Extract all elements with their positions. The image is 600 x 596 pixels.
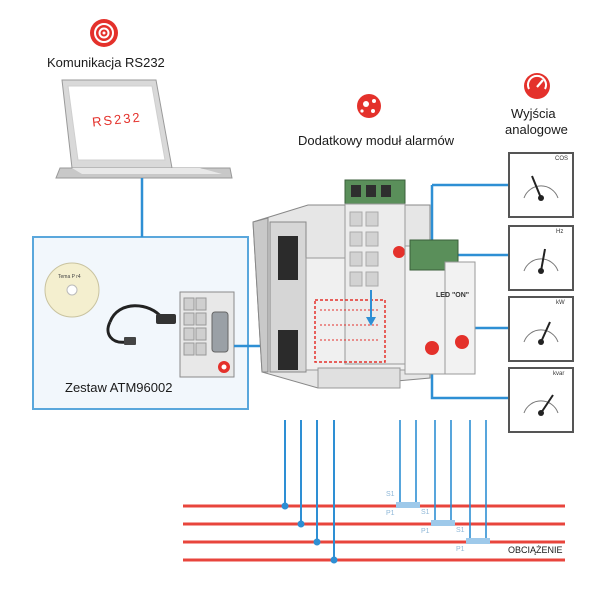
p1-label-2: P1 (421, 528, 430, 535)
s1-label-2: S1 (421, 509, 430, 516)
rs232-title: Komunikacja RS232 (47, 55, 165, 70)
voltage-wires (284, 420, 335, 560)
bus-lines (183, 504, 565, 562)
meter-3-unit: kW (556, 300, 565, 306)
cd-disc (44, 262, 100, 318)
load-label: OBCIĄŻENIE (508, 545, 563, 555)
alarm-module-icon (357, 94, 381, 118)
analog-outputs-title-line2: analogowe (505, 122, 568, 137)
usb-cable (106, 304, 176, 345)
meter-1 (508, 152, 574, 218)
meter-3 (508, 296, 574, 362)
ct-markers (396, 502, 490, 544)
rs232-icon (90, 19, 118, 47)
led-on-label: LED "ON" (436, 292, 470, 299)
kit-label: Zestaw ATM96002 (65, 380, 173, 395)
meter-2 (508, 225, 574, 291)
laptop (55, 79, 233, 179)
cd-label: Tema P r4 (58, 274, 81, 280)
meter-1-unit: COS (555, 156, 569, 162)
adapter-module (179, 291, 235, 378)
meter-4-unit: kvar (553, 371, 565, 377)
analog-outputs-title-line1: Wyjścia (511, 106, 556, 121)
p1-label-3: P1 (456, 546, 465, 553)
s1-label-3: S1 (456, 527, 465, 534)
alarm-module-title: Dodatkowy moduł alarmów (298, 133, 455, 148)
power-meter (252, 179, 476, 389)
meter-2-unit: Hz (556, 229, 564, 235)
p1-label-1: P1 (386, 510, 395, 517)
meter-4 (508, 367, 574, 433)
s1-label-1: S1 (386, 491, 395, 498)
analog-output-icon (524, 73, 550, 99)
